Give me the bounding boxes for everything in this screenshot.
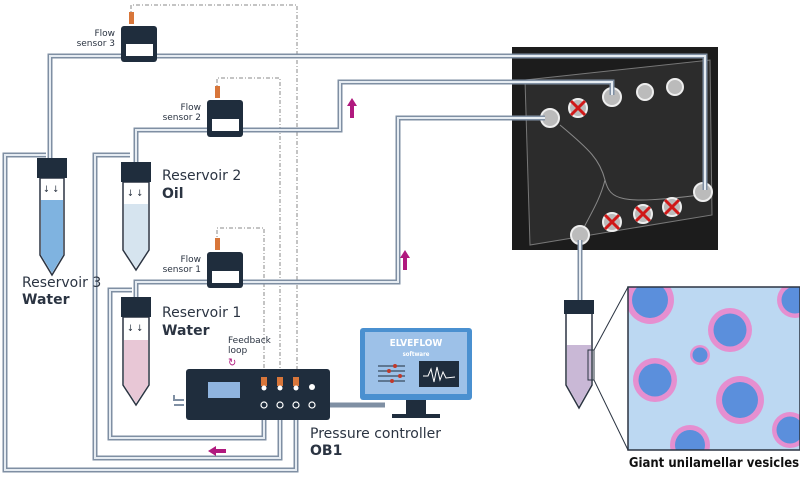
- flow-sensor-1-label-2: sensor 1: [163, 265, 201, 275]
- vesicle-core: [722, 382, 758, 418]
- flow-sensor-2: Flow sensor 2: [163, 86, 243, 137]
- feedback-loop-label-2: loop: [228, 346, 248, 356]
- reservoir-1-name: Reservoir 1: [162, 305, 241, 321]
- arrow-up-icon: [347, 98, 357, 118]
- waveform-icon: [423, 366, 456, 383]
- microfluidic-chip: [512, 47, 718, 250]
- reservoir-3-name: Reservoir 3: [22, 275, 101, 291]
- vesicles-caption: Giant unilamellar vesicles: [629, 456, 799, 471]
- collection-tube: [564, 286, 629, 451]
- reservoir-3: ↓ ↓ Reservoir 3 Water: [22, 158, 101, 308]
- reservoir-3-liquid: Water: [22, 292, 70, 308]
- flow-sensor-2-label-2: sensor 2: [163, 113, 201, 123]
- pressure-controller-label: Pressure controller: [310, 426, 441, 442]
- vesicle-core: [713, 313, 747, 347]
- software-subtitle: software: [403, 351, 430, 358]
- svg-text:↓ ↓: ↓ ↓: [127, 324, 143, 334]
- feedback-signal-lines: [130, 4, 298, 378]
- feedback-loop-label-1: Feedback: [228, 336, 272, 346]
- arrow-left-icon: [208, 446, 226, 456]
- tubing: [2, 53, 708, 473]
- flow-sensor-2-label-1: Flow: [180, 103, 201, 113]
- svg-text:↓ ↓: ↓ ↓: [43, 185, 59, 195]
- flow-direction-arrows: [208, 98, 410, 456]
- pressure-controller-ob1: Pressure controller OB1: [173, 369, 441, 459]
- refresh-cycle-icon: ↻: [228, 356, 236, 369]
- sliders-icon: [378, 365, 405, 382]
- reservoir-2-name: Reservoir 2: [162, 168, 241, 184]
- reservoir-1: ↓ ↓ Reservoir 1 Water: [121, 297, 241, 407]
- giant-unilamellar-vesicles-panel: [628, 287, 800, 450]
- vesicle-core: [692, 347, 708, 363]
- vesicle-core: [776, 416, 800, 444]
- blocked-well-icons: [569, 99, 681, 231]
- reservoir-2-liquid: Oil: [162, 186, 184, 202]
- reservoir-2: ↓ ↓ Reservoir 2 Oil: [121, 162, 241, 272]
- vesicle-core: [675, 430, 705, 450]
- computer-monitor: ELVEFLOW software: [360, 328, 472, 418]
- vesicle-core: [781, 287, 800, 314]
- software-brand: ELVEFLOW: [390, 338, 443, 349]
- flow-sensor-1-label-1: Flow: [180, 255, 201, 265]
- reservoir-1-liquid: Water: [162, 323, 210, 339]
- pressure-controller-model: OB1: [310, 443, 342, 459]
- arrow-up-icon: [400, 250, 410, 270]
- flow-sensor-3: Flow sensor 3: [77, 12, 157, 62]
- flow-sensor-3-label-1: Flow: [94, 29, 115, 39]
- svg-text:↓ ↓: ↓ ↓: [127, 189, 143, 199]
- flow-sensor-3-label-2: sensor 3: [77, 39, 115, 49]
- vesicle-core: [638, 363, 672, 397]
- flow-sensor-1: Flow sensor 1: [163, 238, 243, 288]
- vesicle-core: [632, 287, 668, 318]
